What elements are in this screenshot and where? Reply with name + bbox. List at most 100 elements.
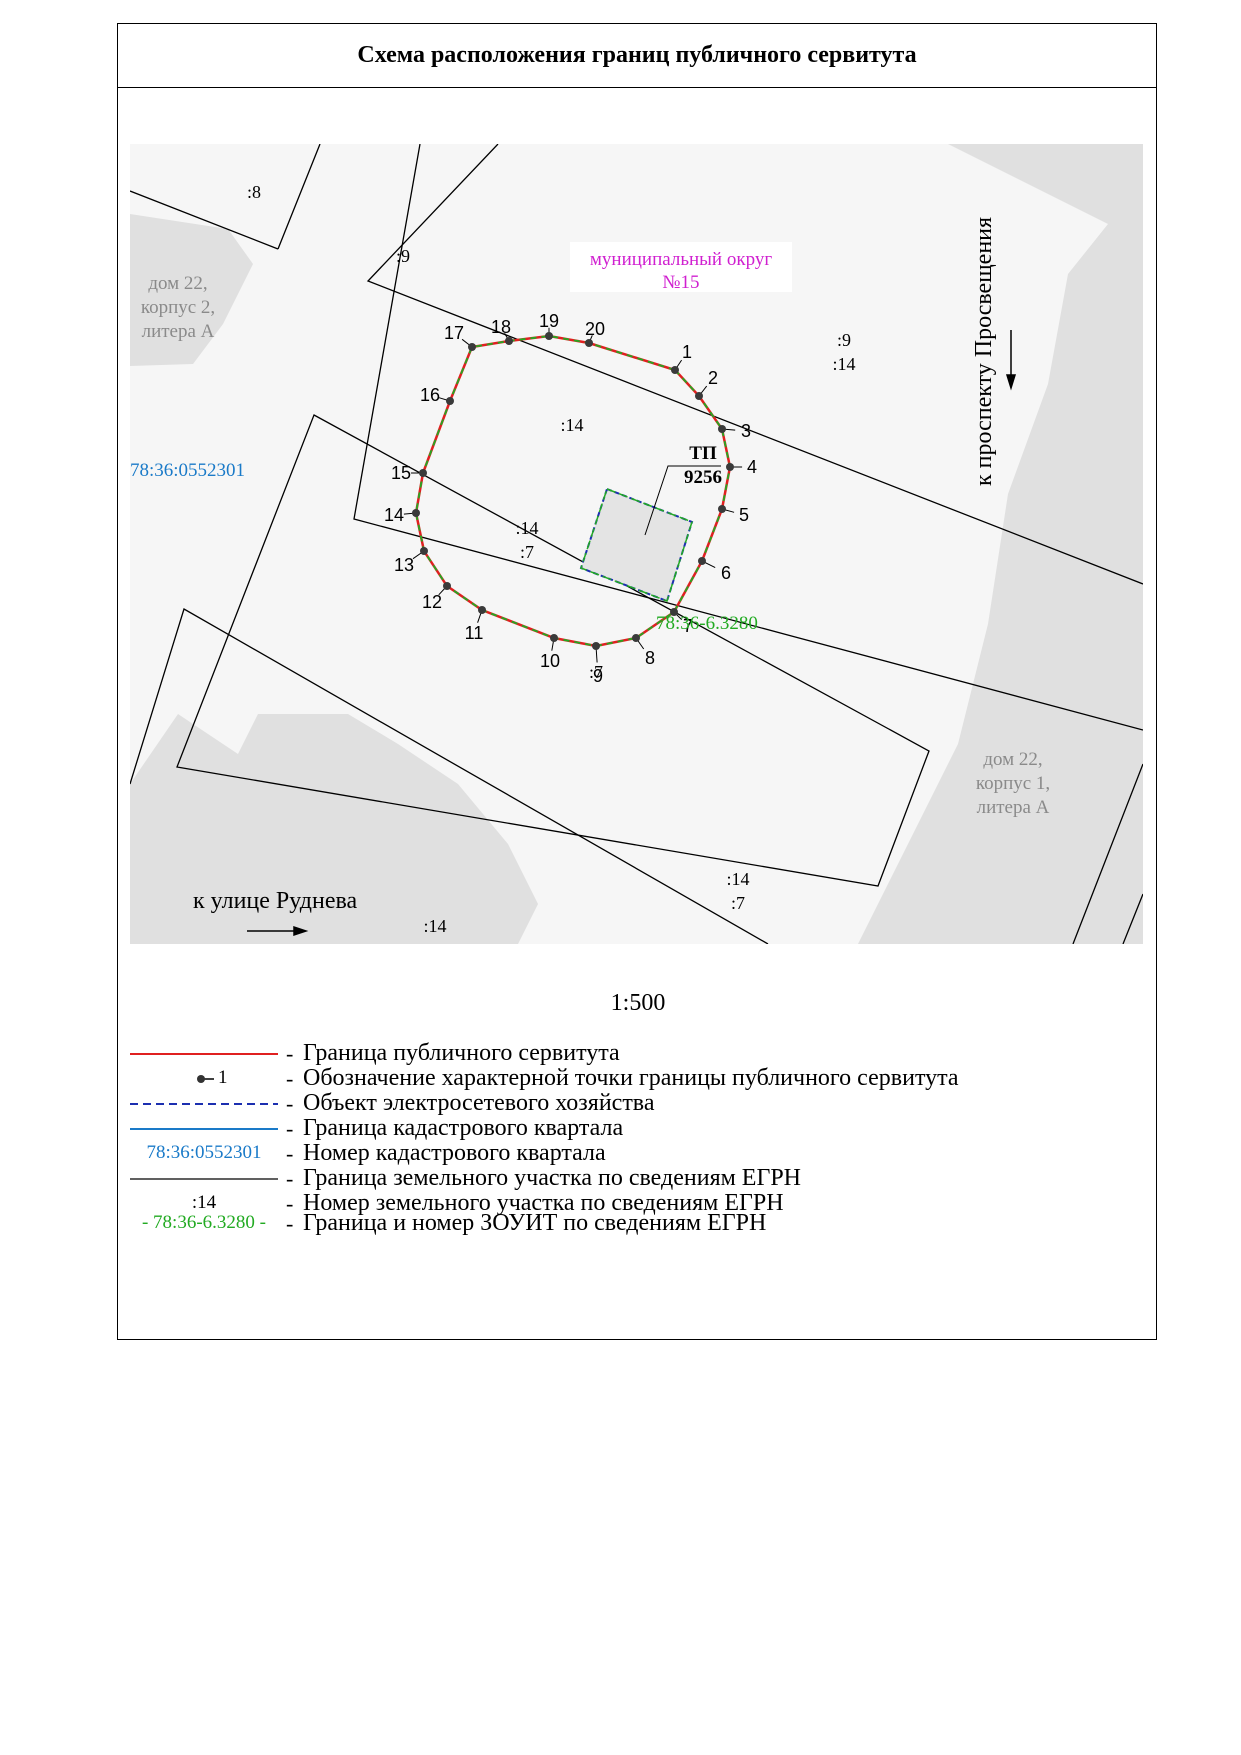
- tp-leader-line: [644, 465, 721, 536]
- characteristic-point-17: [468, 343, 476, 351]
- building-bottom-left: [130, 714, 538, 944]
- point-label-20: 20: [585, 319, 605, 339]
- parcel-label-7-bottom-right: :7: [731, 893, 745, 913]
- legend-text-point: Обозначение характерной точки границы пу…: [303, 1065, 959, 1091]
- legend-separator: -: [286, 1041, 294, 1066]
- parcel-label-9-top: :9: [396, 246, 410, 266]
- parcel-label-14-bottom: :14: [423, 916, 446, 936]
- characteristic-point-14: [412, 509, 420, 517]
- page-title: Схема расположения границ публичного сер…: [357, 42, 917, 68]
- building-left: [130, 214, 253, 366]
- characteristic-point-11: [478, 606, 486, 614]
- parcel-label-14-right: :14: [832, 354, 855, 374]
- tp-label-line2: 9256: [684, 467, 722, 488]
- title-bar: Схема расположения границ публичного сер…: [118, 24, 1156, 88]
- characteristic-point-20: [585, 339, 593, 347]
- legend-text-servitude: Граница публичного сервитута: [303, 1040, 620, 1066]
- parcel-boundaries: [130, 144, 1143, 944]
- parcel-9-boundary: [366, 144, 1143, 585]
- street-label-bottom: к улице Руднева: [193, 888, 357, 914]
- parcel-7-boundary: [176, 414, 930, 887]
- point-label-7: 7: [683, 616, 693, 636]
- characteristic-point-1: [671, 366, 679, 374]
- building-left-line3: литера А: [142, 321, 215, 342]
- parcel-label-8: :8: [247, 182, 261, 202]
- point-label-6: 6: [721, 563, 731, 583]
- building-right-line2: корпус 1,: [976, 773, 1050, 794]
- legend-separator: -: [286, 1191, 294, 1216]
- legend-row-quarter-number: 78:36:0552301 - Номер кадастрового кварт…: [118, 1140, 1158, 1167]
- point-label-12: 12: [422, 592, 442, 612]
- zouit-number-label: 78:36-6.3280: [656, 613, 758, 634]
- characteristic-point-12: [443, 582, 451, 590]
- point-label-19: 19: [539, 311, 559, 331]
- point-label-10: 10: [540, 651, 560, 671]
- document-frame: Схема расположения границ публичного сер…: [117, 23, 1157, 1340]
- parcel-label-14-bottom-right: :14: [726, 869, 749, 889]
- legend-separator: -: [286, 1166, 294, 1191]
- characteristic-point-15: [419, 469, 427, 477]
- characteristic-point-10: [550, 634, 558, 642]
- parcel-14-boundary: [353, 144, 1143, 731]
- legend-text-zouit: Граница и номер ЗОУИТ по сведениям ЕГРН: [303, 1210, 767, 1236]
- legend-symbol-point: 1: [130, 1067, 278, 1092]
- characteristic-point-16: [446, 397, 454, 405]
- parcel-8-boundary: [130, 190, 279, 250]
- legend-separator: -: [286, 1091, 294, 1116]
- building-right-line1: дом 22,: [983, 749, 1042, 770]
- legend-separator: -: [286, 1116, 294, 1141]
- legend-text-parcel-number: Номер земельного участка по сведениям ЕГ…: [303, 1190, 784, 1216]
- parcel-right-edge-2: [1122, 893, 1143, 944]
- point-label-13: 13: [394, 555, 414, 575]
- point-label-15: 15: [391, 463, 411, 483]
- legend-point-number: 1: [218, 1067, 228, 1088]
- point-label-1: 1: [682, 342, 692, 362]
- parcel-14-lower-boundary: [130, 608, 769, 944]
- legend-point-icon: [197, 1075, 205, 1083]
- parcel-label-14-center: :14: [515, 518, 538, 538]
- building-right-line3: литера А: [977, 797, 1050, 818]
- legend-separator: -: [286, 1141, 294, 1166]
- parcel-8-side: [277, 144, 321, 250]
- characteristic-point-7: [670, 608, 678, 616]
- arrow-down-icon: [1005, 374, 1017, 391]
- legend-row-parcel-boundary: - Граница земельного участка по сведения…: [118, 1165, 1158, 1192]
- tp-9256-zouit-outline: [580, 488, 693, 602]
- point-label-9: 9: [593, 666, 603, 686]
- characteristic-point-9: [592, 642, 600, 650]
- characteristic-point-6: [698, 557, 706, 565]
- legend-text-quarter-boundary: Граница кадастрового квартала: [303, 1115, 624, 1141]
- point-label-3: 3: [741, 421, 751, 441]
- legend-symbols: [130, 1053, 278, 1180]
- point-label-18: 18: [491, 317, 511, 337]
- street-arrows: [247, 330, 1017, 937]
- arrow-right-icon: [293, 925, 309, 937]
- legend-symbol-parcel-number: :14: [130, 1192, 278, 1217]
- legend-symbol-zouit: - 78:36-6.3280 -: [130, 1212, 278, 1237]
- point-label-5: 5: [739, 505, 749, 525]
- point-label-11: 11: [465, 623, 484, 643]
- legend-text-quarter-number: Номер кадастрового квартала: [303, 1140, 606, 1166]
- point-label-16: 16: [420, 385, 440, 405]
- point-label-8: 8: [645, 648, 655, 668]
- district-label-bg: [570, 242, 792, 292]
- characteristic-point-3: [718, 425, 726, 433]
- parcel-label-7-center: :7: [520, 542, 534, 562]
- legend-zouit-sample: - 78:36-6.3280 -: [141, 1212, 266, 1233]
- legend-row-quarter-boundary: - Граница кадастрового квартала: [118, 1115, 1158, 1142]
- parcel-right-edge: [1072, 763, 1143, 944]
- district-label-line2: №15: [662, 272, 699, 293]
- characteristic-point-13: [420, 547, 428, 555]
- parcel-label-14-upper: :14: [560, 415, 583, 435]
- legend-row-point: 1 - Обозначение характерной точки границ…: [118, 1065, 1158, 1092]
- legend-parcel-number-sample: :14: [191, 1192, 217, 1213]
- legend-row-servitude: - Граница публичного сервитута: [118, 1040, 1158, 1067]
- legend-quarter-number-sample: 78:36:0552301: [146, 1142, 262, 1163]
- legend-row-grid-object: - Объект электросетевого хозяйства: [118, 1090, 1158, 1117]
- characteristic-point-2: [695, 392, 703, 400]
- district-label-line1: муниципальный округ: [590, 249, 772, 270]
- characteristic-point-4: [726, 463, 734, 471]
- legend-text-grid-object: Объект электросетевого хозяйства: [303, 1090, 655, 1116]
